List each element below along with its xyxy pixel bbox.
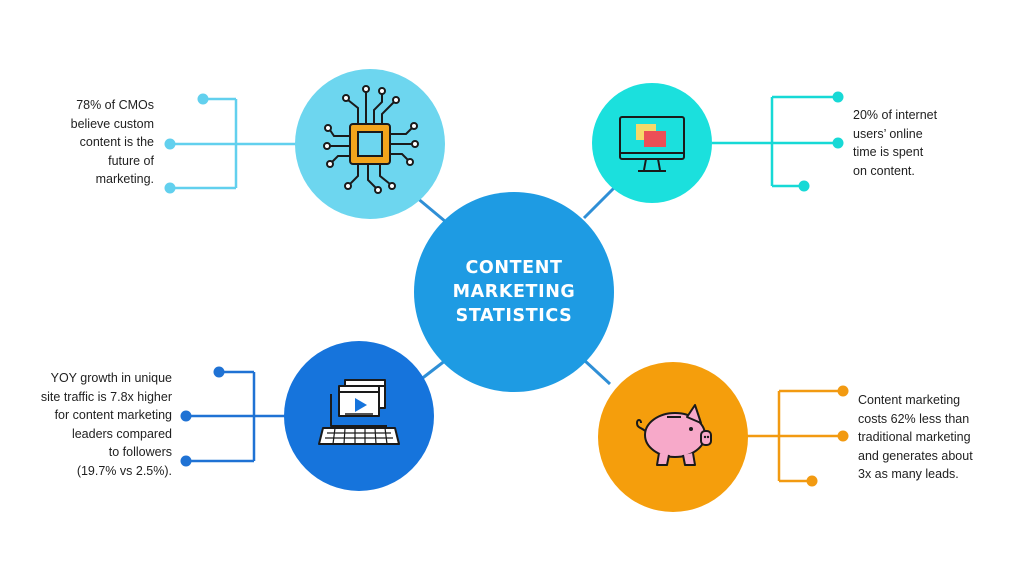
stat-line: to followers [108, 445, 172, 460]
stat-line: 20% of internet [853, 108, 938, 122]
stat-text-top-left: 78% of CMOs believe custom content is th… [71, 96, 154, 189]
stat-line: time is spent [853, 145, 924, 160]
center-title-line: CONTENT [465, 258, 563, 278]
center-circle [414, 192, 614, 392]
stat-text-bottom-right: Content marketing costs 62% less than tr… [858, 391, 973, 484]
spoke-top-right [582, 186, 616, 220]
connector-top-left [164, 93, 298, 194]
center-title-line: MARKETING [452, 282, 576, 302]
stat-line: 78% of CMOs [76, 98, 154, 112]
stat-line: Content marketing [858, 393, 961, 407]
connector-dot [180, 410, 192, 422]
stat-line: site traffic is 7.8x higher [40, 389, 172, 404]
stat-line: future of [108, 153, 154, 168]
connector-bottom-left [180, 366, 286, 467]
spoke-bottom-right [582, 358, 612, 386]
stat-line: believe custom [70, 116, 154, 131]
stat-line: leaders compared [71, 426, 172, 441]
connector-dot [806, 475, 818, 487]
connector-top-right [712, 91, 844, 192]
stat-line: 3x as many leads. [858, 467, 959, 482]
connector-dot [164, 182, 176, 194]
stat-line: on content. [853, 163, 915, 178]
center-title-line: STATISTICS [455, 306, 573, 326]
connector-dot [180, 455, 192, 467]
monitor-icon [619, 116, 685, 172]
connector-dot [832, 91, 844, 103]
spoke-bottom-left [419, 358, 447, 382]
stat-text-top-right: 20% of internet users’ online time is sp… [853, 106, 937, 180]
stat-line: traditional marketing [858, 430, 971, 445]
piggy-bank-icon [636, 404, 712, 466]
stat-line: users’ online [853, 126, 923, 141]
connector-dot [164, 138, 176, 150]
connector-dot [798, 180, 810, 192]
circuit-chip-icon [323, 85, 419, 194]
stat-line: and generates about [858, 448, 973, 463]
connector-dot [213, 366, 225, 378]
connector-bottom-right [745, 385, 849, 487]
stat-line: marketing. [95, 172, 154, 187]
stat-line: YOY growth in unique [50, 371, 172, 385]
connector-dot [832, 137, 844, 149]
center-title: CONTENT MARKETING STATISTICS [414, 192, 614, 392]
connector-dot [837, 385, 849, 397]
connector-dot [837, 430, 849, 442]
stat-line: content is the [79, 135, 154, 150]
stat-line: for content marketing [54, 408, 172, 423]
stat-line: costs 62% less than [858, 411, 970, 426]
laptop-video-icon [318, 379, 400, 445]
stat-text-bottom-left: YOY growth in unique site traffic is 7.8… [41, 369, 172, 481]
connector-dot [197, 93, 209, 105]
stat-line: (19.7% vs 2.5%). [76, 463, 172, 478]
